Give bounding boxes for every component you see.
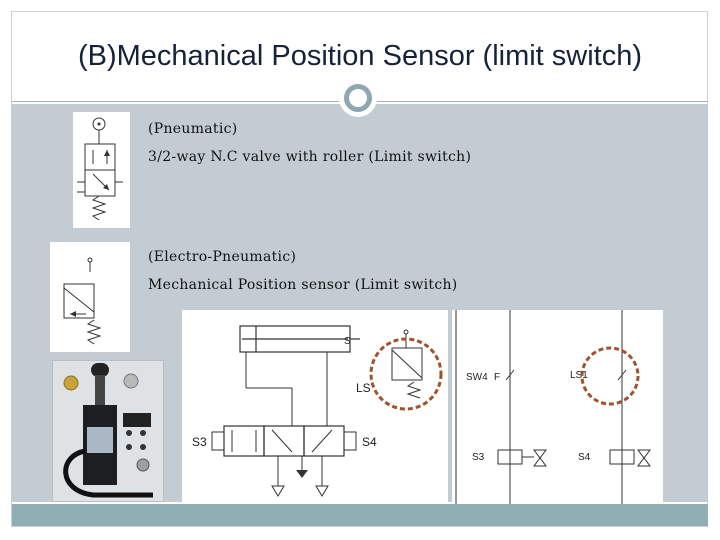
electro-pneumatic-description: Mechanical Position sensor (Limit switch…: [148, 277, 458, 293]
pneumatic-description: 3/2-way N.C valve with roller (Limit swi…: [148, 149, 472, 165]
limit-switch-photo: [52, 360, 164, 502]
solenoid-left-label: S3: [192, 435, 207, 449]
slide-title: (B)Mechanical Position Sensor (limit swi…: [77, 39, 643, 72]
coil-left-label: S3: [472, 452, 485, 463]
solenoid-right-label: S4: [362, 435, 377, 449]
pneumatic-valve-symbol: [73, 112, 130, 228]
coil-right-label: S4: [578, 452, 591, 463]
sensor-label: LS: [356, 381, 371, 395]
switch-1-label: SW4: [466, 372, 488, 383]
electro-sensor-symbol: [50, 242, 130, 352]
electrical-ladder-diagram: SW4 F LS1 S3 S4: [452, 310, 663, 504]
pneumatic-heading: (Pneumatic): [148, 121, 238, 137]
switch-1-suffix: F: [494, 372, 500, 383]
title-divider-left: [12, 101, 339, 102]
footer-bar: [12, 504, 708, 526]
cylinder-port-label: S: [344, 336, 351, 347]
switch-2-label: LS1: [570, 370, 588, 381]
pneumatic-circuit-diagram: S LS S3 S4: [182, 310, 448, 506]
electro-pneumatic-heading: (Electro-Pneumatic): [148, 249, 297, 265]
divider-ring-icon: [344, 84, 372, 112]
title-divider-right: [377, 101, 708, 102]
